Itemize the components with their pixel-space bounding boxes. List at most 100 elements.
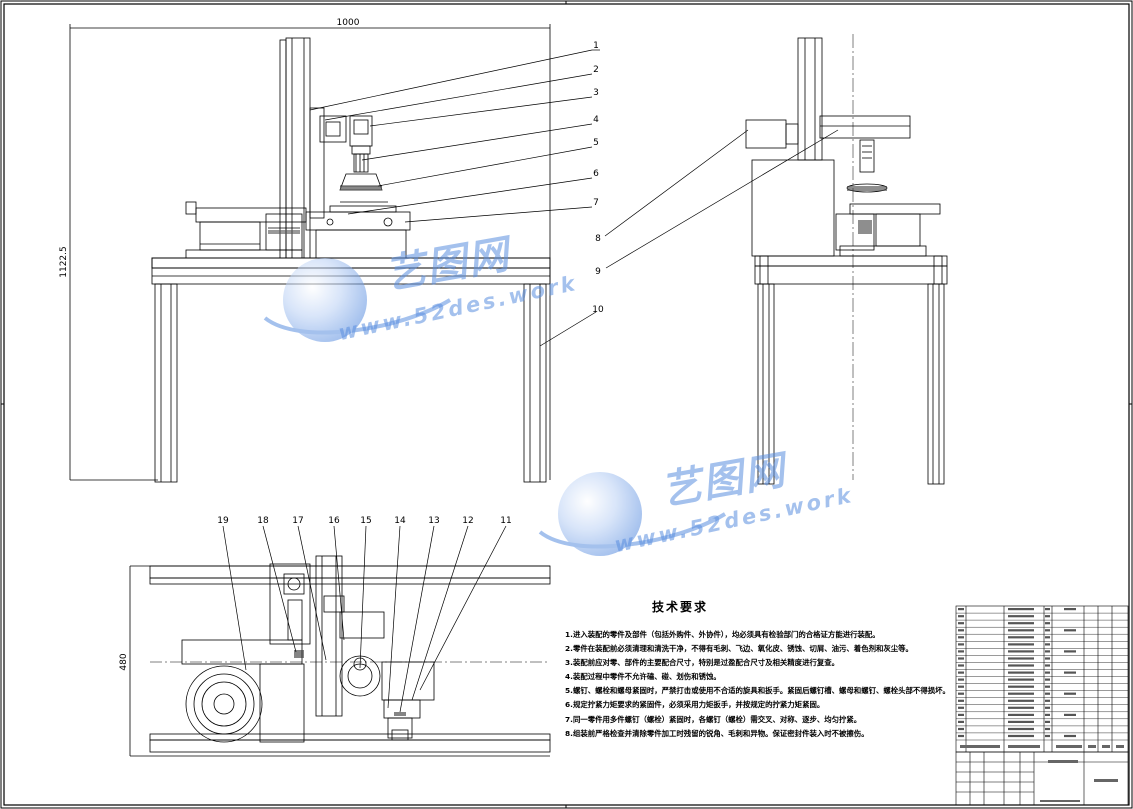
requirement-item: 5.螺钉、螺栓和螺母紧固时，严禁打击或使用不合适的旋具和扳手。紧固后螺钉槽、螺母… [565,686,950,696]
bom-cell-mark [1064,608,1076,611]
height-dimension: 1122.5 [59,246,69,278]
width-dimension: 1000 [337,18,360,28]
bom-cell-mark [1008,629,1034,632]
part-number: 11 [500,516,511,526]
bom-rows [956,612,1128,741]
part-number: 16 [328,516,340,526]
part-number: 1 [593,41,599,51]
bom-cell-mark [1045,699,1050,702]
bom-cell-mark [1045,692,1050,695]
bom-cell-mark [958,727,964,731]
part-number: 18 [257,516,269,526]
part-number: 2 [593,65,599,75]
bom-cell-mark [1064,692,1076,695]
front-view-hatch [268,186,382,234]
bom-cell-mark [958,713,964,716]
part-number: 15 [360,516,371,526]
part-number: 17 [292,516,303,526]
side-view-fill [847,186,887,234]
bom-cell-mark [958,622,964,625]
bom-cell-mark [1045,671,1050,674]
bom-cell-mark [1045,622,1050,625]
part-number: 12 [462,516,473,526]
bom-cell-mark [1045,629,1050,632]
bom-cell-mark [1045,657,1050,660]
bom-cell-mark [958,657,964,660]
bom-cell-mark [1008,699,1034,702]
part-number: 8 [595,234,601,244]
bom-cell-mark [958,636,964,639]
part-number: 14 [394,516,406,526]
requirement-item: 4.装配过程中零件不允许磕、碰、划伤和锈蚀。 [565,672,721,682]
bom-cell-mark [1045,720,1050,723]
bom-cell-mark [958,664,964,667]
bom-cell-mark [958,608,964,611]
bom-cell-mark [1045,706,1050,709]
front-part-numbers: 1 2 3 4 5 6 7 [593,41,599,208]
bom-cell-mark [1064,734,1076,738]
bom-cell-mark [1008,608,1034,611]
requirement-item: 3.装配前应对零、部件的主要配合尺寸，特别是过盈配合尺寸及相关精度进行复查。 [565,658,840,668]
bom-cell-mark [1008,643,1034,646]
title-block-marks [960,745,1124,802]
part-number: 6 [593,169,599,179]
bom-cell-mark [958,629,964,632]
bom-cell-mark [1045,664,1050,667]
part-number: 19 [217,516,229,526]
bom-cell-mark [958,685,964,688]
bom-cell-mark [1045,734,1050,738]
bom-cell-mark [1064,629,1076,632]
requirement-item: 7.同一零件用多件螺钉（螺栓）紧固时，各螺钉（螺栓）需交叉、对称、逐步、均匀拧紧… [565,714,862,724]
technical-requirements-list: 1.进入装配的零件及部件（包括外购件、外协件），均必须具有检验部门的合格证方能进… [565,628,950,741]
bom-cell-mark [1045,643,1050,646]
bom-cell-mark [1045,685,1050,688]
bom-cell-mark [1064,650,1076,653]
plan-view-fill [294,650,406,716]
bom-cell-mark [1008,664,1034,667]
bom-cell-mark [958,692,964,695]
bom-cell-mark [1008,685,1034,688]
watermark-globe-2 [538,472,727,556]
plan-leaders [222,525,507,713]
bom-cell-mark [1045,678,1050,681]
bom-cell-mark [1008,734,1034,738]
part-number: 10 [592,305,604,315]
watermark-globe-1 [263,258,452,342]
bom-cell-mark [1008,671,1034,674]
bom-cell-mark [958,706,964,709]
bom-cell-mark [958,678,964,681]
side-leaders [539,129,839,347]
bom-cell-mark [1008,615,1034,618]
bom-cell-mark [1008,622,1034,625]
bom-cell-mark [1045,636,1050,639]
depth-dimension: 480 [119,653,129,670]
bom-cell-mark [1008,650,1034,653]
bom-cell-mark [958,615,964,618]
requirement-item: 6.规定拧紧力矩要求的紧固件，必须采用力矩扳手，并按规定的拧紧力矩紧固。 [565,700,825,710]
plan-part-numbers: 11 12 13 14 15 16 17 18 19 [217,516,511,526]
bom-cell-mark [958,734,964,738]
bom-cell-mark [958,643,964,646]
bom-cell-mark [1045,615,1050,618]
front-leaders [309,49,600,223]
bom-cell-mark [1045,650,1050,653]
part-number: 13 [428,516,439,526]
bom-cell-mark [1008,727,1034,731]
bom-cell-mark [1064,713,1076,716]
part-number: 3 [593,88,599,98]
title-block [955,751,1129,806]
plan-view [129,555,551,757]
bom-cell-mark [1045,713,1050,716]
bom-cell-mark [1064,671,1076,674]
bom-cell-mark [958,720,964,723]
requirement-item: 1.进入装配的零件及部件（包括外购件、外协件），均必须具有检验部门的合格证方能进… [565,630,880,639]
requirement-item: 8.组装前严格检查并清除零件加工时残留的锐角、毛刺和异物。保证密封件装入时不被擦… [565,728,869,738]
bom-cell-mark [1008,720,1034,723]
bom-cell-mark [1008,692,1034,695]
bom-cell-mark [958,671,964,674]
bom-cell-mark [1045,608,1050,611]
technical-requirements-title: 技术要求 [651,600,708,614]
side-part-numbers: 8 9 10 [592,234,604,315]
